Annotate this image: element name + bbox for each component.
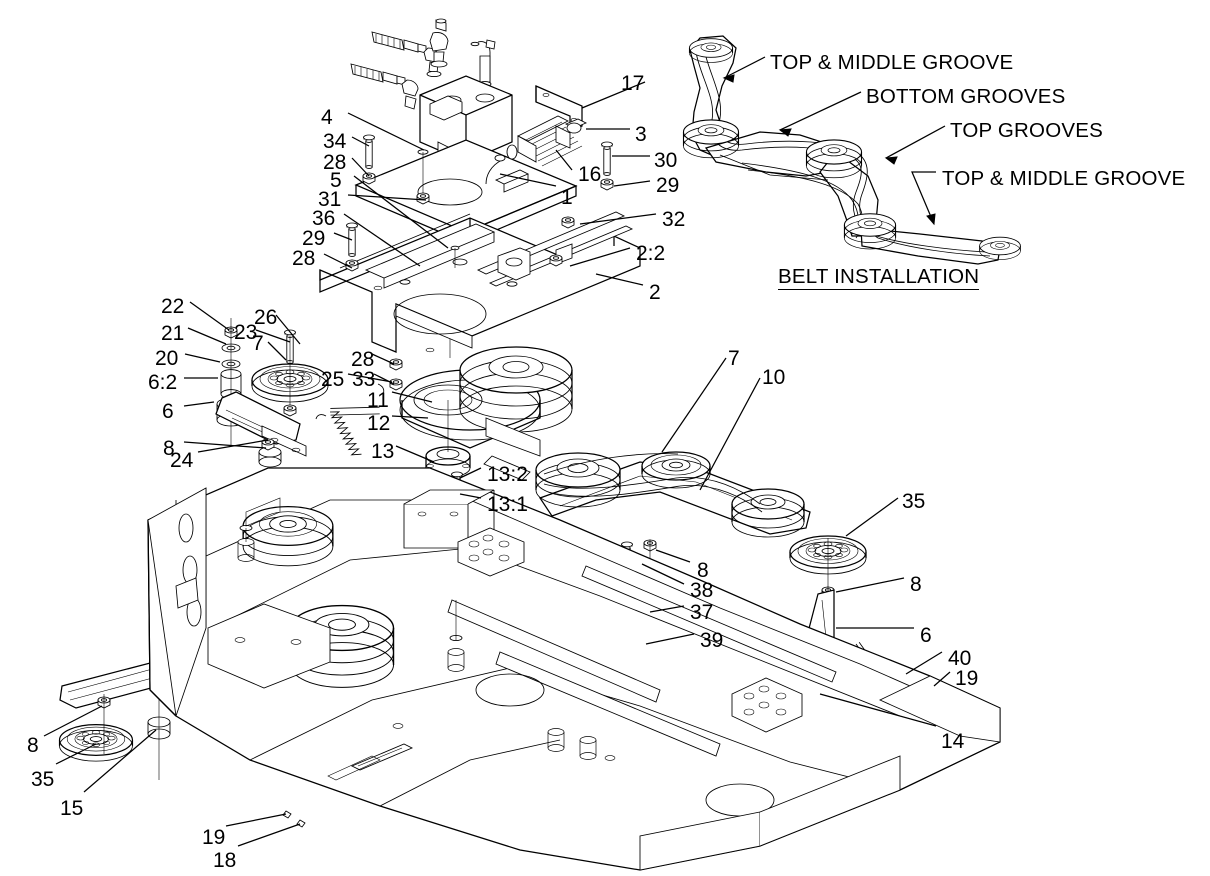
callout-34: 34: [323, 130, 347, 153]
callout-32: 32: [662, 208, 686, 231]
leader-lines: [43, 81, 951, 847]
callout-24: 24: [170, 449, 194, 472]
belt-legend-groove-top-middle-1: TOP & MIDDLE GROOVE: [770, 51, 1014, 74]
callout-13-2: 13:2: [487, 463, 528, 486]
callout-8d: 8: [27, 734, 39, 757]
callout-1: 1: [561, 186, 573, 209]
callout-14: 14: [941, 730, 965, 753]
callout-22: 22: [161, 295, 185, 318]
callout-37: 37: [690, 601, 714, 624]
callout-15: 15: [60, 797, 84, 820]
callout-36: 36: [312, 207, 336, 230]
belt-installation-schematic: [682, 35, 1021, 265]
mower-deck-body: [147, 467, 1001, 871]
callout-10: 10: [762, 366, 786, 389]
gearbox-assembly: [319, 18, 641, 358]
callout-8a: 8: [163, 437, 175, 460]
callout-8b: 8: [697, 559, 709, 582]
callout-11: 11: [367, 389, 389, 412]
callout-39: 39: [700, 629, 724, 652]
belt-installation-title: BELT INSTALLATION: [778, 265, 980, 290]
callout-25: 25: [321, 368, 345, 391]
callout-13-1: 13:1: [487, 493, 528, 516]
callout-6a: 6: [162, 400, 174, 423]
callout-31: 31: [318, 188, 342, 211]
callout-33: 33: [352, 368, 376, 391]
callout-20: 20: [155, 347, 179, 370]
callout-6b: 6: [920, 624, 932, 647]
callout-40: 40: [948, 647, 972, 670]
callout-38: 38: [690, 579, 714, 602]
callout-16: 16: [578, 163, 602, 186]
callout-29a: 29: [656, 174, 680, 197]
center-spindle-assembly: [399, 346, 573, 506]
callout-18: 18: [213, 849, 237, 872]
callout-4: 4: [321, 106, 333, 129]
belt-legend-groove-top: TOP GROOVES: [950, 119, 1103, 142]
callout-26: 26: [254, 306, 278, 329]
callout-21: 21: [161, 322, 185, 345]
callout-35a: 35: [902, 490, 926, 513]
callout-23: 23: [234, 321, 258, 344]
callout-13: 13: [371, 440, 395, 463]
callout-28b: 28: [292, 247, 316, 270]
belt-legend-groove-top-middle-2: TOP & MIDDLE GROOVE: [942, 167, 1186, 190]
callout-30: 30: [654, 149, 678, 172]
callout-3: 3: [635, 123, 647, 146]
callout-28a: 28: [323, 151, 347, 174]
callout-28c: 28: [351, 348, 375, 371]
callout-35b: 35: [31, 768, 55, 791]
part-16-coupler: [485, 115, 588, 185]
callout-17: 17: [621, 72, 645, 95]
callout-7b: 7: [728, 347, 740, 370]
callout-19a: 19: [955, 667, 979, 690]
callout-7a: 7: [252, 332, 264, 355]
left-idler-stack: [215, 318, 396, 468]
callout-2-2: 2:2: [636, 242, 666, 265]
callout-2: 2: [649, 281, 661, 304]
belt-legend-groove-bottom: BOTTOM GROOVES: [866, 85, 1066, 108]
callout-5: 5: [330, 169, 342, 192]
loose-hardware: [261, 134, 614, 451]
callout-19b: 19: [202, 826, 226, 849]
callout-6-2: 6:2: [148, 371, 178, 394]
callout-12: 12: [367, 412, 391, 435]
callout-29b: 29: [302, 227, 326, 250]
callout-8c: 8: [910, 573, 922, 596]
